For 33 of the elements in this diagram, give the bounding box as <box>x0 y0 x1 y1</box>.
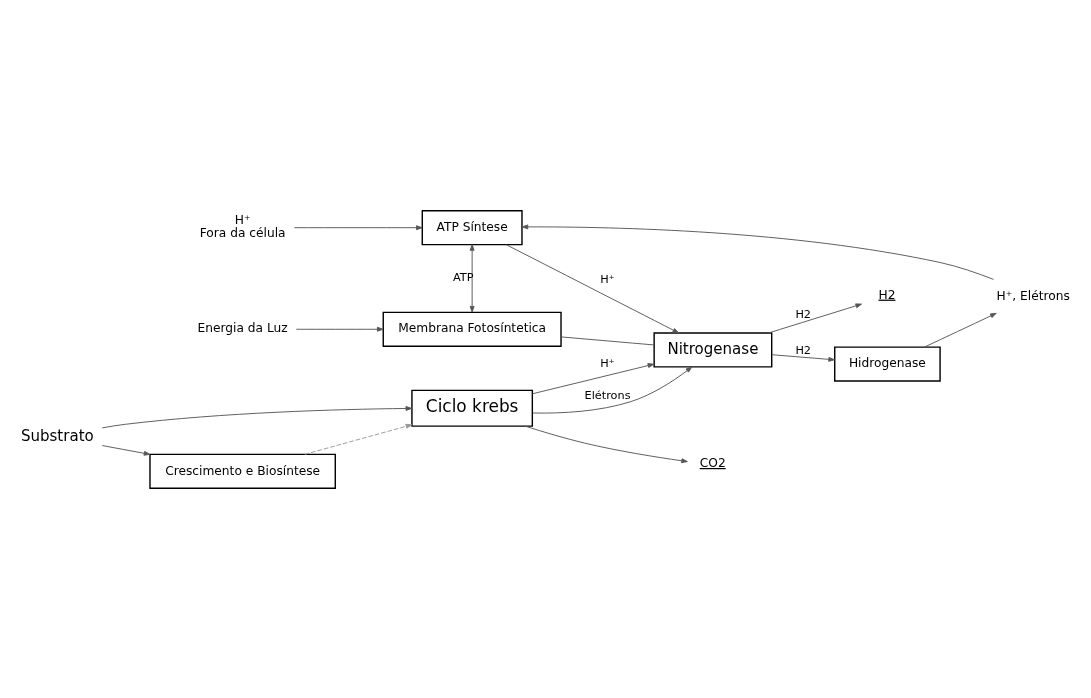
arrow <box>469 243 475 313</box>
edge-label: H2 <box>795 307 812 321</box>
edge-label: H⁺ <box>600 356 615 370</box>
arrow <box>532 366 693 414</box>
edge-label: H2 <box>795 343 812 357</box>
node-box: Nitrogenase <box>653 331 773 368</box>
node-text: Substrato <box>20 426 94 445</box>
edge-label: H⁺ <box>600 272 615 286</box>
node-text: CO2 <box>699 455 726 470</box>
arrow <box>101 444 151 456</box>
node-text: Energia da Luz <box>197 320 288 335</box>
edge-label: ATP <box>452 270 474 284</box>
node-box: Membrana Fotosíntetica <box>382 311 562 347</box>
connector <box>560 335 655 345</box>
arrow <box>521 223 994 280</box>
node-text: H⁺, Elétrons <box>996 288 1070 303</box>
arrow <box>771 353 835 362</box>
node-box: Crescimento e Biosíntese <box>149 453 336 489</box>
arrow <box>924 312 997 347</box>
arrow <box>101 405 413 428</box>
arrow <box>531 362 655 394</box>
arrow <box>293 224 423 230</box>
node-box: ATP Síntese <box>421 209 523 245</box>
node-text: H2 <box>878 287 896 302</box>
node-text: H⁺ Fora da célula <box>199 212 286 240</box>
arrow <box>768 302 862 333</box>
arrow <box>524 425 688 463</box>
edge-label: Elétrons <box>584 388 631 401</box>
node-box: Hidrogenase <box>834 345 941 382</box>
arrow <box>304 423 413 455</box>
arrow <box>295 326 384 332</box>
arrow <box>505 243 680 333</box>
node-box: Ciclo krebs <box>411 389 534 427</box>
